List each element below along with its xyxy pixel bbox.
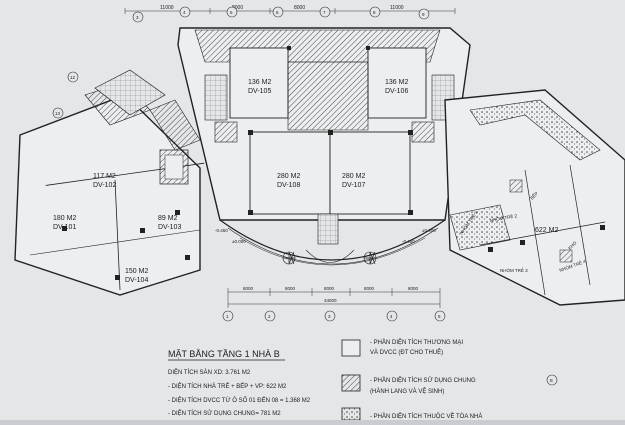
- grid-top-label-5: 7: [323, 10, 326, 15]
- dim-bottom-total: 34000: [324, 298, 337, 303]
- top-dimension-line: [124, 8, 456, 14]
- legend-label-building: - PHẦN DIỆN TÍCH THUỘC VỀ TÒA NHÀ: [370, 412, 482, 420]
- unit-103-area: 89 M2: [158, 215, 178, 222]
- stat-3: - DIỆN TÍCH DVCC TỪ Ô SỐ 01 ĐẾN 08 = 1.3…: [168, 396, 311, 404]
- dim-bottom-5: 8000: [408, 286, 419, 291]
- legend-label-commercial: - PHẦN DIỆN TÍCH THƯƠNG MẠI: [370, 338, 463, 346]
- grid-top-label-4: 6: [276, 10, 279, 15]
- grid-bottom-label-3: 3: [328, 314, 331, 319]
- level-mark-1: ±0.000: [232, 239, 246, 244]
- left-core: [94, 69, 189, 185]
- bottom-dimension-line: [227, 288, 441, 308]
- stat-2: - DIỆN TÍCH NHÀ TRẺ + BẾP + VP: 622 M2: [168, 382, 287, 390]
- legend-label-commercial-2: VÀ DVCC (ĐT CHO THUÊ): [370, 348, 443, 356]
- unit-102-area: 117 M2: [93, 173, 116, 180]
- unit-103-code: DV-103: [158, 224, 181, 231]
- unit-102-code: DV-102: [93, 182, 116, 189]
- legend-label-shared: - PHẦN DIỆN TÍCH SỬ DỤNG CHUNG: [370, 376, 476, 384]
- unit-104-area: 150 M2: [125, 268, 148, 275]
- dim-top-2: 8000: [232, 5, 243, 11]
- dim-bottom-3: 8000: [324, 286, 335, 291]
- unit-107-code: DV-107: [342, 182, 365, 189]
- dim-top-1: 11000: [160, 5, 174, 11]
- grid-bottom-label-5: 5: [438, 314, 441, 319]
- level-mark-4: ±0.000: [422, 228, 436, 233]
- legend-swatch-shared: [341, 374, 361, 392]
- grid-bottom-label-1: 1: [226, 314, 229, 319]
- central-block: [177, 27, 471, 245]
- grid-top-label-6: 8: [373, 10, 376, 15]
- dim-bottom-1: 8000: [243, 286, 254, 291]
- unit-108-area: 280 M2: [277, 173, 300, 180]
- grid-left-label-2: 13: [55, 111, 61, 116]
- level-mark-3: -0.450: [215, 228, 228, 233]
- right-wing: [444, 89, 625, 306]
- legend-swatch-building: [341, 407, 361, 421]
- level-mark-2: -0.450: [402, 239, 415, 244]
- right-label-6: KHO: [567, 240, 578, 251]
- legend-label-shared-2: (HÀNH LANG VÀ VỆ SINH): [370, 387, 444, 395]
- unit-107-area: 280 M2: [342, 173, 365, 180]
- stat-4: - DIỆN TÍCH SỬ DỤNG CHUNG= 781 M2: [168, 409, 281, 417]
- grid-top-label-2: 4: [183, 10, 186, 15]
- grid-top-label-7: 9: [422, 12, 425, 17]
- entrance-canopy: [219, 219, 446, 266]
- grid-bottom-label-4: 4: [390, 314, 393, 319]
- grid-bottom-label-2: 2: [268, 314, 271, 319]
- unit-104-code: DV-104: [125, 277, 148, 284]
- unit-105-area: 136 M2: [248, 79, 271, 86]
- dim-bottom-2: 8000: [285, 286, 296, 291]
- right-label-3: NHÓM TRẺ 3: [500, 267, 528, 273]
- right-label-2: NHÓM TRẺ 2: [489, 212, 518, 223]
- unit-101-area: 180 M2: [53, 215, 76, 222]
- dim-bottom-4: 8000: [364, 286, 375, 291]
- unit-105-code: DV-105: [248, 88, 271, 95]
- unit-106-area: 136 M2: [385, 79, 408, 86]
- grid-left-label-1: 12: [70, 75, 76, 80]
- grid-top-label-1: 3: [136, 15, 139, 20]
- top-grid-bubbles: [132, 6, 430, 23]
- unit-108-code: DV-108: [277, 182, 300, 189]
- unit-101-code: DV-101: [53, 224, 76, 231]
- grid-right-label: E: [550, 378, 553, 383]
- right-label-5: BẾP: [528, 190, 539, 201]
- dim-top-4: 11000: [390, 5, 404, 11]
- dim-top-3: 8000: [294, 5, 305, 11]
- grid-right-bubble: [546, 374, 558, 386]
- plan-title: MẶT BẰNG TẦNG 1 NHÀ B: [168, 349, 280, 359]
- unit-106-code: DV-106: [385, 88, 408, 95]
- bottom-grid-bubbles: [222, 310, 446, 322]
- grid-top-label-3: 5: [230, 10, 233, 15]
- legend-swatch-commercial: [341, 339, 361, 357]
- stat-1: DIỆN TÍCH SÀN XD: 3.761 M2: [168, 368, 251, 376]
- right-wing-area: 622 M2: [535, 227, 558, 234]
